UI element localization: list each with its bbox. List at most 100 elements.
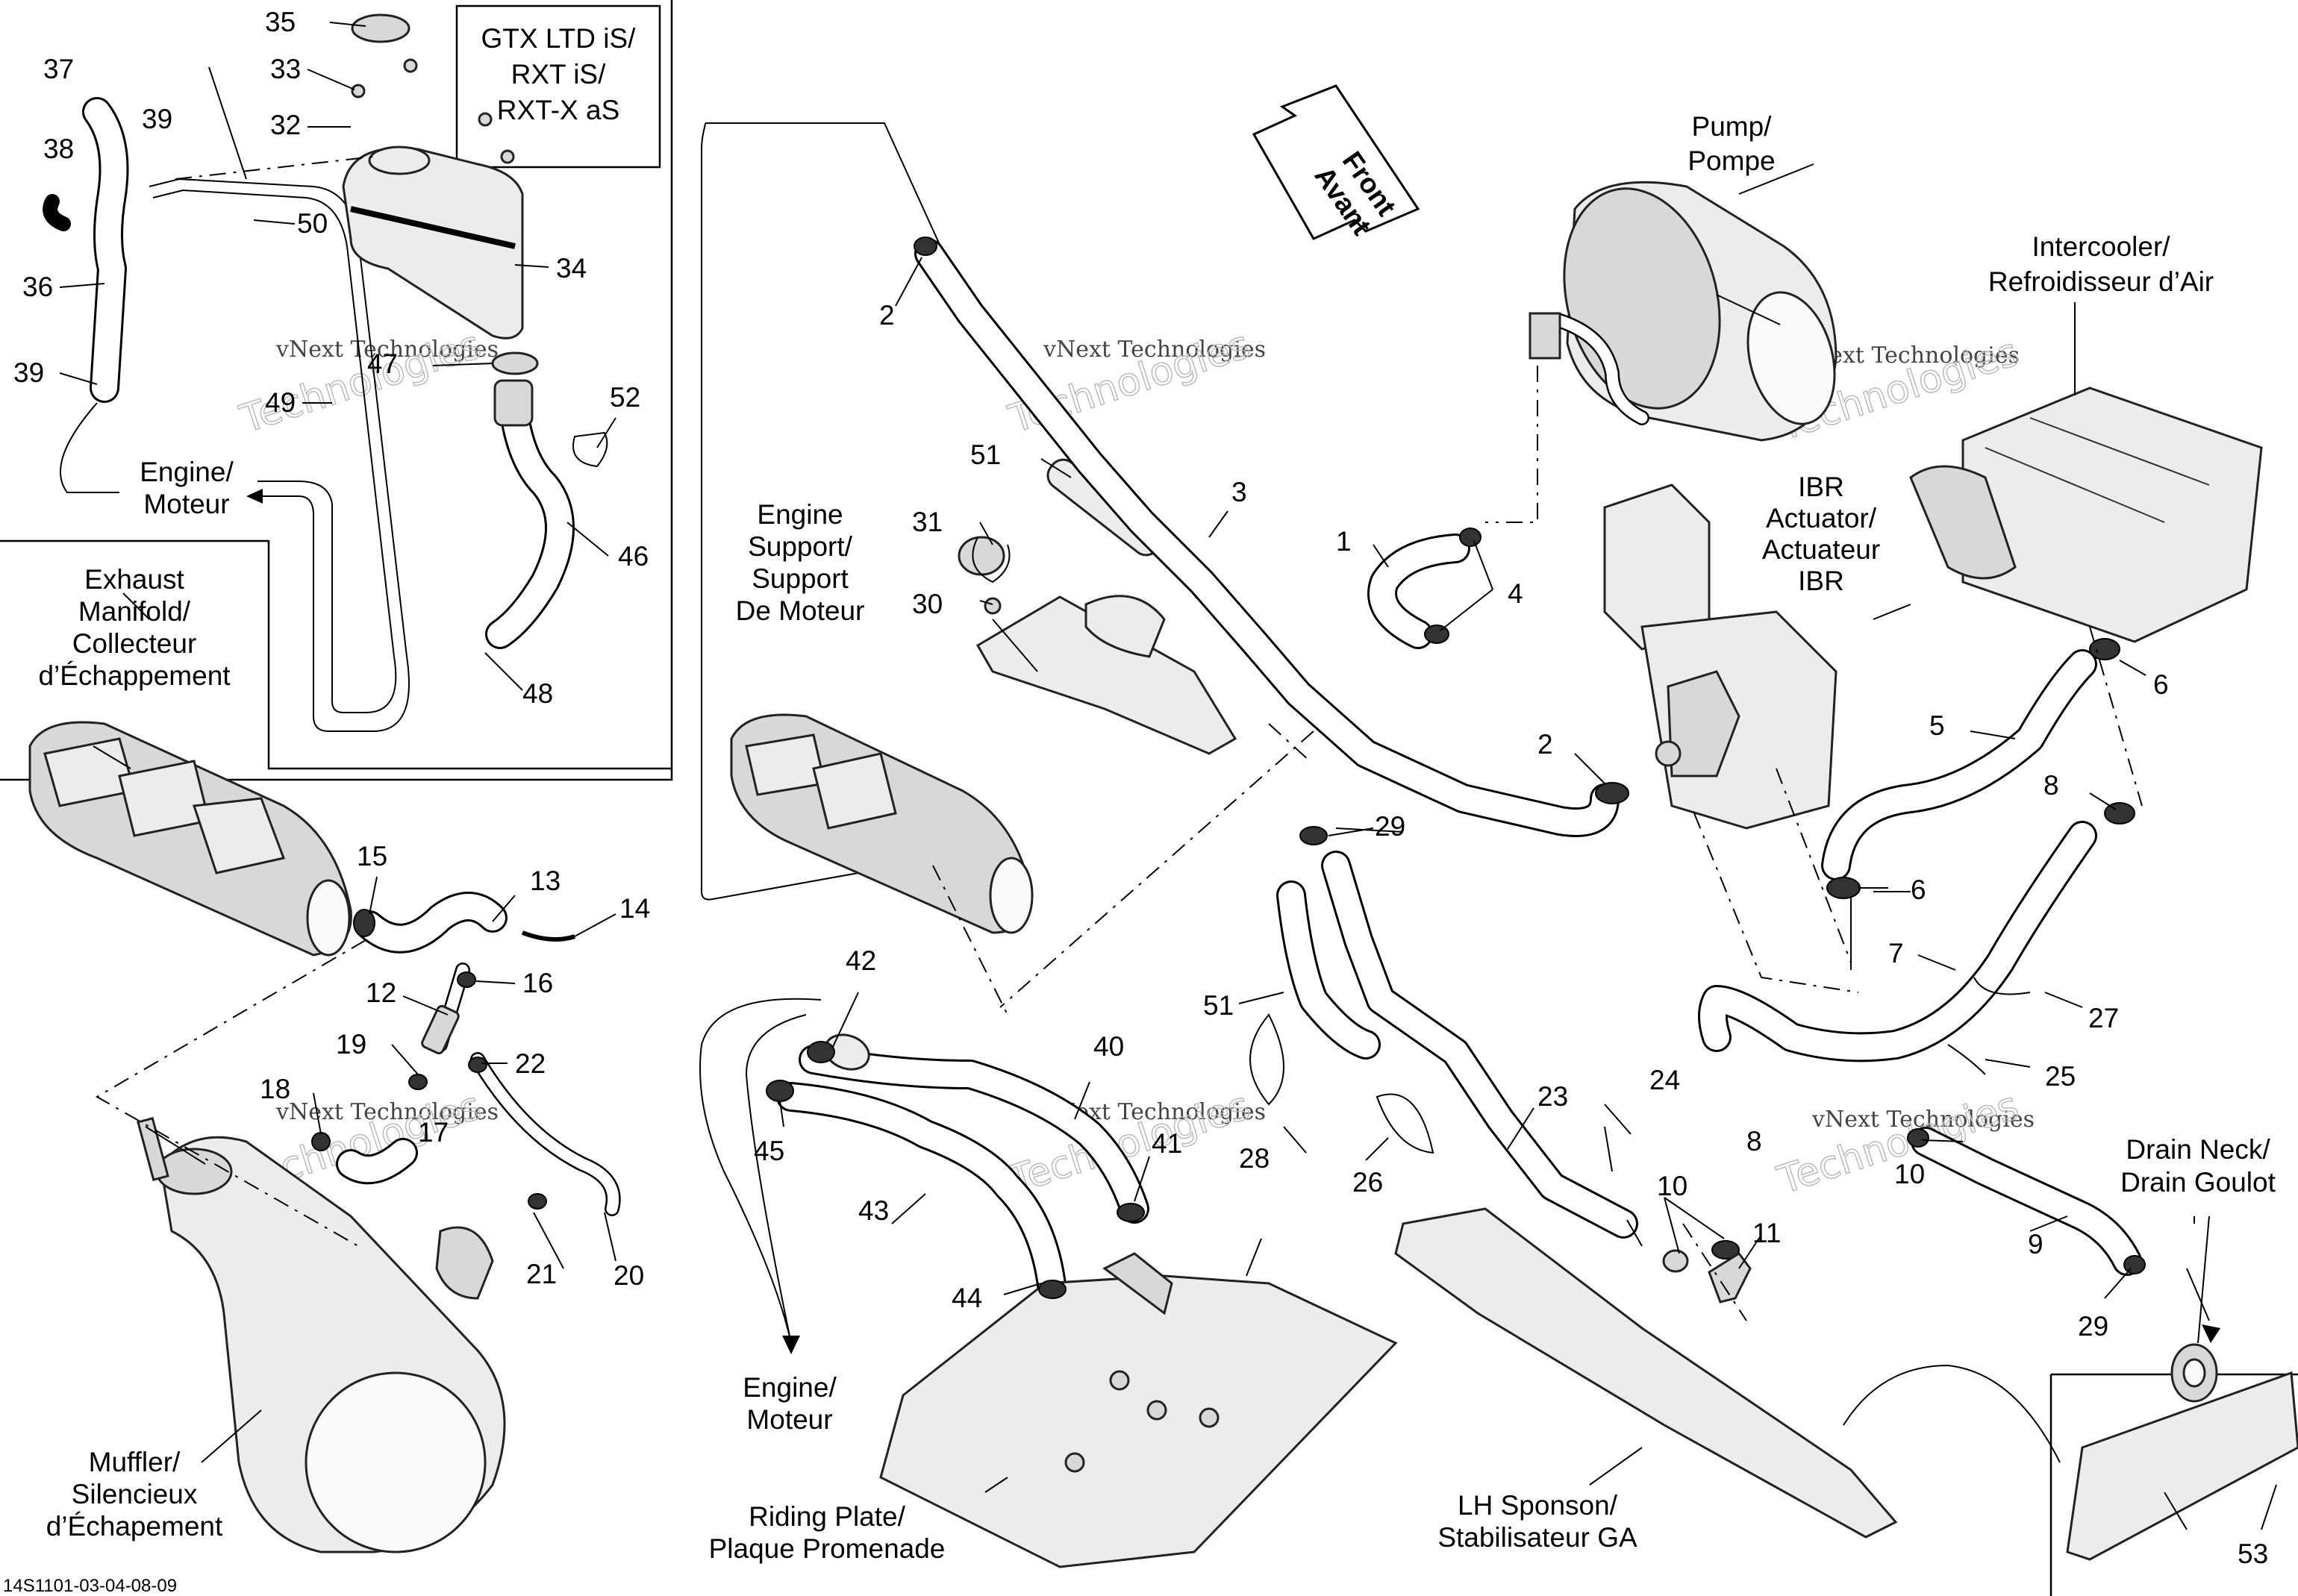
ibr-label-1: IBR bbox=[1798, 472, 1844, 502]
pump-label-1: Pump/ bbox=[1692, 111, 1773, 142]
engine-top-label-1: Engine/ bbox=[140, 457, 234, 487]
callout-43: 43 bbox=[858, 1195, 889, 1226]
model-box bbox=[455, 4, 661, 169]
callout-2a: 2 bbox=[879, 300, 895, 331]
engine-support bbox=[730, 458, 1237, 934]
ibr-label-3: Actuateur bbox=[1762, 534, 1880, 565]
callout-8a: 8 bbox=[2043, 770, 2059, 801]
exhaust-manifold-label-4: d’Échappement bbox=[38, 660, 231, 691]
callout-39b: 39 bbox=[13, 357, 44, 388]
hose-clamp-47 bbox=[491, 351, 539, 375]
callout-18: 18 bbox=[260, 1074, 290, 1104]
muffler-label-3: d’Échapement bbox=[46, 1511, 223, 1542]
callout-17: 17 bbox=[418, 1117, 449, 1148]
ibr-label-4: IBR bbox=[1798, 566, 1844, 596]
callout-16: 16 bbox=[522, 968, 553, 998]
callout-39a: 39 bbox=[142, 104, 172, 134]
lh-sponson-label-2: Stabilisateur GA bbox=[1437, 1522, 1637, 1553]
model-line-3: RXT-X aS bbox=[497, 95, 620, 125]
pump-label-2: Pompe bbox=[1687, 145, 1775, 176]
callout-5: 5 bbox=[1929, 710, 1945, 741]
callout-33: 33 bbox=[270, 54, 301, 84]
callout-14: 14 bbox=[619, 893, 650, 924]
callout-19: 19 bbox=[336, 1029, 366, 1060]
riding-plate bbox=[879, 1252, 1398, 1568]
drain-neck-label-1: Drain Neck/ bbox=[2126, 1134, 2270, 1165]
callout-46: 46 bbox=[618, 541, 649, 572]
intercooler bbox=[1909, 387, 2263, 643]
callout-10a: 10 bbox=[1657, 1171, 1687, 1201]
footer-code: 14S1101-03-04-08-09 bbox=[3, 1576, 177, 1596]
callout-28: 28 bbox=[1239, 1143, 1270, 1174]
muffler-label-2: Silencieux bbox=[72, 1479, 198, 1509]
hoses-right bbox=[699, 533, 2220, 1354]
watermark-1: vNext Technologies bbox=[275, 337, 499, 363]
callout-6b: 6 bbox=[1911, 874, 1926, 905]
engine-bottom-label-1: Engine/ bbox=[743, 1372, 837, 1403]
callout-3: 3 bbox=[1231, 477, 1247, 507]
drain-neck bbox=[2170, 1343, 2218, 1403]
callout-49: 49 bbox=[265, 387, 296, 418]
muffler bbox=[137, 1116, 506, 1553]
intercooler-label-1: Intercooler/ bbox=[2032, 231, 2170, 262]
callout-25: 25 bbox=[2045, 1061, 2076, 1092]
callout-48: 48 bbox=[522, 678, 553, 709]
ibr-actuator bbox=[1603, 484, 1838, 830]
engine-support-label-2: Support/ bbox=[748, 531, 853, 562]
lh-sponson-label-1: LH Sponson/ bbox=[1458, 1490, 1618, 1521]
ibr-label-2: Actuator/ bbox=[1766, 503, 1877, 533]
engine-support-label-4: De Moteur bbox=[736, 595, 865, 626]
fittings bbox=[572, 431, 2146, 1304]
watermark-7: vNext Technologies bbox=[275, 1099, 499, 1125]
exhaust-manifold bbox=[28, 721, 352, 957]
callout-23: 23 bbox=[1537, 1081, 1568, 1112]
callout-35: 35 bbox=[265, 7, 296, 37]
callout-27: 27 bbox=[2088, 1003, 2119, 1033]
hose-3 bbox=[914, 237, 1629, 837]
front-arrow: Front Avant bbox=[1252, 84, 1420, 240]
callout-2b: 2 bbox=[1537, 729, 1553, 760]
callout-4: 4 bbox=[1508, 578, 1523, 609]
callout-51a: 51 bbox=[970, 439, 1001, 470]
exhaust-small-hoses bbox=[311, 892, 621, 1216]
muffler-label-1: Muffler/ bbox=[89, 1447, 181, 1477]
callout-53: 53 bbox=[2238, 1539, 2268, 1569]
engine-support-label-3: Support bbox=[752, 563, 849, 594]
callout-15: 15 bbox=[357, 841, 387, 871]
callout-29a: 29 bbox=[1375, 811, 1405, 842]
callout-30: 30 bbox=[912, 589, 943, 619]
callout-29b: 29 bbox=[2078, 1311, 2108, 1342]
callout-34: 34 bbox=[556, 253, 587, 284]
coolant-tank-neck bbox=[493, 379, 534, 427]
exhaust-manifold-label-1: Exhaust bbox=[84, 564, 184, 595]
callout-12: 12 bbox=[366, 977, 396, 1008]
riding-plate-label-1: Riding Plate/ bbox=[749, 1501, 906, 1532]
callout-24: 24 bbox=[1649, 1065, 1680, 1095]
callout-13: 13 bbox=[530, 866, 561, 896]
callout-21: 21 bbox=[526, 1259, 557, 1289]
callout-20: 20 bbox=[613, 1260, 644, 1291]
reservoir-cap bbox=[351, 13, 410, 43]
model-box-text: GTX LTD iS/ RXT iS/ RXT-X aS bbox=[481, 23, 637, 125]
riding-plate-label-2: Plaque Promenade bbox=[709, 1533, 946, 1564]
coolant-reservoir bbox=[342, 13, 539, 375]
callout-47: 47 bbox=[367, 348, 398, 379]
callout-22: 22 bbox=[515, 1048, 546, 1079]
callout-10b: 10 bbox=[1894, 1159, 1925, 1189]
watermark-3: vNext Technologies bbox=[1043, 337, 1266, 363]
callout-9: 9 bbox=[2028, 1229, 2043, 1259]
callout-8b: 8 bbox=[1746, 1126, 1762, 1157]
callout-numbers: 1 2 2 3 4 5 6 6 7 8 8 9 10 10 11 12 13 1… bbox=[13, 7, 2268, 1569]
callout-44: 44 bbox=[952, 1283, 982, 1313]
drain-neck-label-2: Drain Goulot bbox=[2120, 1167, 2276, 1198]
engine-top-label-2: Moteur bbox=[143, 489, 229, 519]
callout-11: 11 bbox=[1752, 1218, 1781, 1248]
callout-40: 40 bbox=[1093, 1031, 1124, 1062]
callout-32: 32 bbox=[270, 110, 301, 140]
callout-7: 7 bbox=[1888, 938, 1904, 968]
exhaust-manifold-label-2: Manifold/ bbox=[78, 596, 191, 627]
model-line-1: GTX LTD iS/ bbox=[481, 23, 637, 54]
callout-31: 31 bbox=[912, 507, 943, 537]
engine-support-label-1: Engine bbox=[757, 499, 843, 530]
